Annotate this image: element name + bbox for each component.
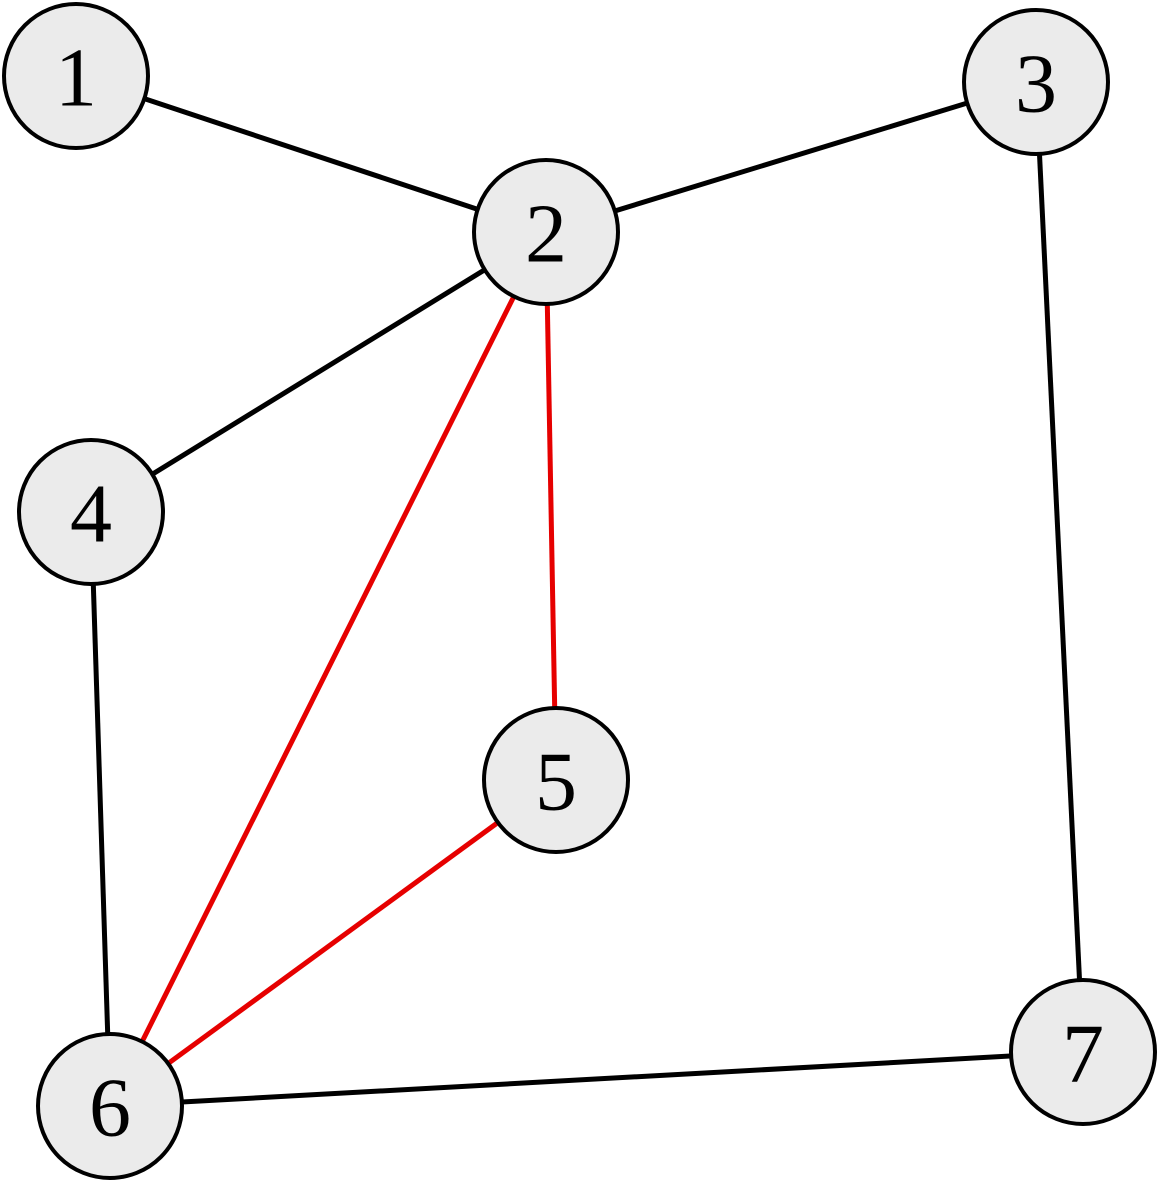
node-circle <box>17 438 165 586</box>
edge-5-6 <box>108 777 558 1109</box>
edge-2-3 <box>545 79 1037 235</box>
edge-2-6 <box>107 230 549 1108</box>
node-circle <box>1009 978 1157 1126</box>
node-circle <box>2 2 150 150</box>
edge-2-4 <box>89 229 548 515</box>
node-circle <box>962 8 1110 156</box>
edges-layer <box>75 73 1086 1109</box>
edge-3-7 <box>1033 81 1086 1053</box>
node-label: 4 <box>70 468 112 561</box>
edge-1-2 <box>75 73 547 235</box>
edge-2-5 <box>543 231 559 781</box>
node-label: 5 <box>535 736 577 829</box>
node-circle <box>472 158 620 306</box>
node-4: 4 <box>17 438 165 586</box>
node-7: 7 <box>1009 978 1157 1126</box>
node-label: 6 <box>89 1062 131 1155</box>
node-3: 3 <box>962 8 1110 156</box>
node-label: 1 <box>55 32 97 125</box>
node-6: 6 <box>36 1032 184 1180</box>
edge-4-6 <box>88 511 113 1107</box>
edge-6-7 <box>109 1049 1084 1109</box>
node-2: 2 <box>472 158 620 306</box>
node-label: 7 <box>1062 1008 1104 1101</box>
node-label: 3 <box>1015 38 1057 131</box>
node-circle <box>482 706 630 854</box>
node-1: 1 <box>2 2 150 150</box>
node-circle <box>36 1032 184 1180</box>
node-5: 5 <box>482 706 630 854</box>
node-label: 2 <box>525 188 567 281</box>
